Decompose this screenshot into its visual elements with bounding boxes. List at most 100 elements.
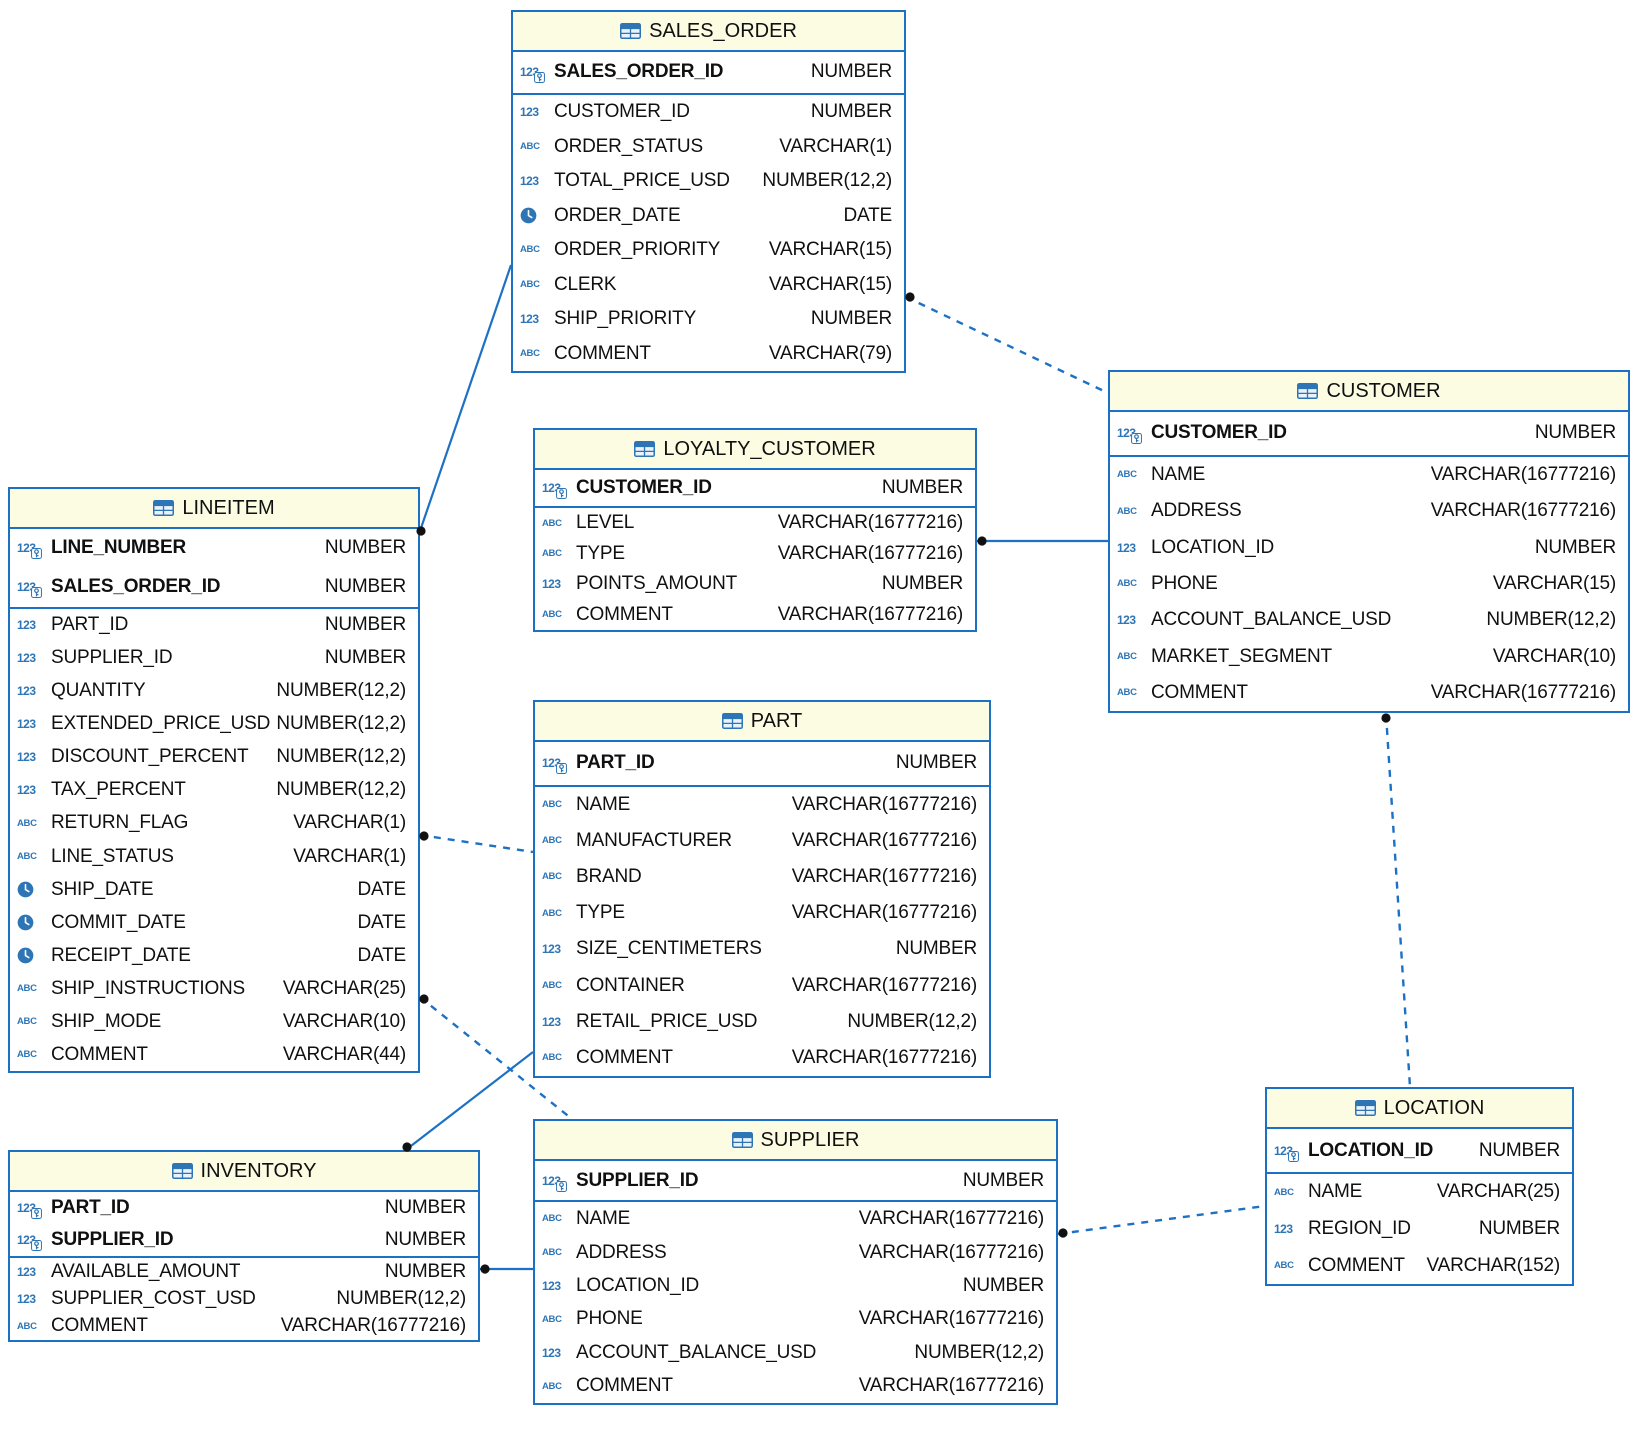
table-header-loyalty-customer[interactable]: LOYALTY_CUSTOMER <box>535 430 975 470</box>
table-header-part[interactable]: PART <box>535 702 989 742</box>
column-name: QUANTITY <box>51 680 146 702</box>
column-datatype: VARCHAR(10) <box>282 1010 406 1032</box>
table-icon <box>171 1163 193 1179</box>
relationship-supplier-to-location[interactable] <box>1057 1204 1266 1238</box>
column-type-iconbox: ABC <box>17 1050 47 1060</box>
text-type-icon: ABC <box>1117 578 1137 590</box>
column-datatype: NUMBER <box>881 573 963 595</box>
column-datatype: VARCHAR(1) <box>293 845 406 867</box>
relationship-lineitem-to-supplier[interactable] <box>419 994 573 1120</box>
table-header-inventory[interactable]: INVENTORY <box>10 1152 478 1192</box>
table-header-customer[interactable]: CUSTOMER <box>1110 372 1628 412</box>
column-datatype: NUMBER <box>895 752 977 774</box>
relationship-lineitem-to-sales-order[interactable] <box>416 264 513 536</box>
column-type-iconbox: 123 <box>1274 1145 1304 1162</box>
relationship-lineitem-to-part[interactable] <box>419 831 534 854</box>
column-datatype: NUMBER <box>384 1197 466 1219</box>
relationship-customer-to-location[interactable] <box>1381 713 1412 1088</box>
relationship-loyalty-customer-to-customer[interactable] <box>977 536 1108 546</box>
relationship-inventory-to-supplier[interactable] <box>480 1264 533 1274</box>
table-header-sales-order[interactable]: SALES_ORDER <box>513 12 904 52</box>
table-header-location[interactable]: LOCATION <box>1267 1089 1572 1129</box>
relationship-inventory-to-part[interactable] <box>402 1051 534 1152</box>
table-header-supplier[interactable]: SUPPLIER <box>535 1121 1056 1161</box>
column-datatype: NUMBER(12,2) <box>276 713 406 735</box>
relationship-sales-order-to-customer[interactable] <box>905 292 1109 395</box>
text-type-icon: ABC <box>17 1015 37 1027</box>
table-header-lineitem[interactable]: LINEITEM <box>10 489 418 529</box>
